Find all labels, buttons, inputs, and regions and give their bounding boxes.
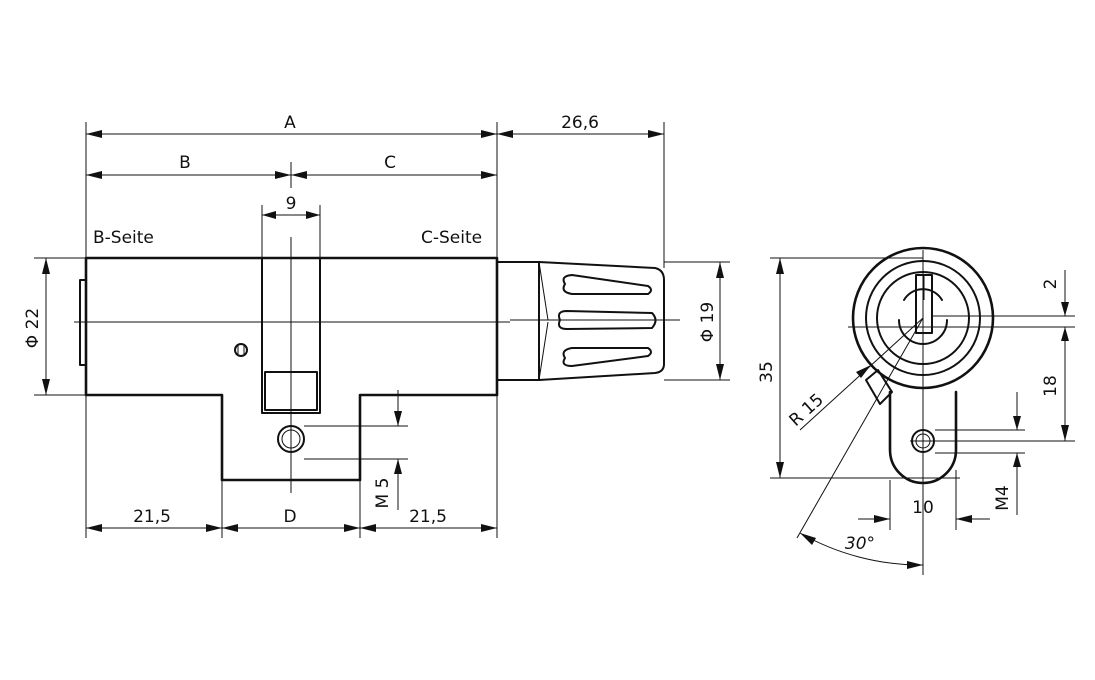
label-35: 35 <box>757 361 777 383</box>
dimension-angle-30: 30° <box>796 317 924 569</box>
label-26-6: 26,6 <box>561 113 599 133</box>
dimension-18: 18 <box>1041 327 1069 441</box>
label-m4: M4 <box>993 485 1013 510</box>
dimension-phi-22: Φ 22 <box>23 258 50 395</box>
dimension-b: B <box>86 153 291 179</box>
front-view: 35 2 18 M4 10 <box>757 246 1075 575</box>
dimension-m4: M4 <box>993 392 1021 515</box>
label-c: C <box>384 153 396 173</box>
dimension-a: A <box>86 113 497 138</box>
thumb-turn-knob <box>496 261 665 381</box>
dimension-9: 9 <box>262 194 320 219</box>
label-b: B <box>179 153 191 173</box>
dimension-m5: M 5 <box>373 390 402 510</box>
label-21-5-left: 21,5 <box>133 507 171 527</box>
dimension-21-5-right: 21,5 <box>360 507 497 532</box>
label-phi-22: Φ 22 <box>23 308 43 348</box>
label-21-5-right: 21,5 <box>409 507 447 527</box>
label-phi-19: Φ 19 <box>698 302 718 342</box>
label-a: A <box>284 113 296 133</box>
label-9: 9 <box>286 194 297 214</box>
cylinder-body <box>79 256 499 482</box>
label-10: 10 <box>912 498 934 518</box>
dimension-35: 35 <box>757 258 784 478</box>
dimension-c: C <box>291 153 497 179</box>
label-2: 2 <box>1041 279 1061 290</box>
label-18: 18 <box>1041 375 1061 397</box>
dimension-26-6: 26,6 <box>497 113 664 138</box>
label-m5: M 5 <box>373 478 393 509</box>
label-c-seite: C-Seite <box>421 228 482 248</box>
dimension-10: 10 <box>858 498 990 523</box>
dimension-phi-19: Φ 19 <box>698 262 724 380</box>
label-b-seite: B-Seite <box>93 228 154 248</box>
label-angle-30: 30° <box>845 534 875 554</box>
label-d: D <box>283 507 296 527</box>
dimension-d: D <box>222 507 360 532</box>
side-view: A 26,6 B C 9 <box>23 113 730 538</box>
dimension-21-5-left: 21,5 <box>86 507 222 532</box>
